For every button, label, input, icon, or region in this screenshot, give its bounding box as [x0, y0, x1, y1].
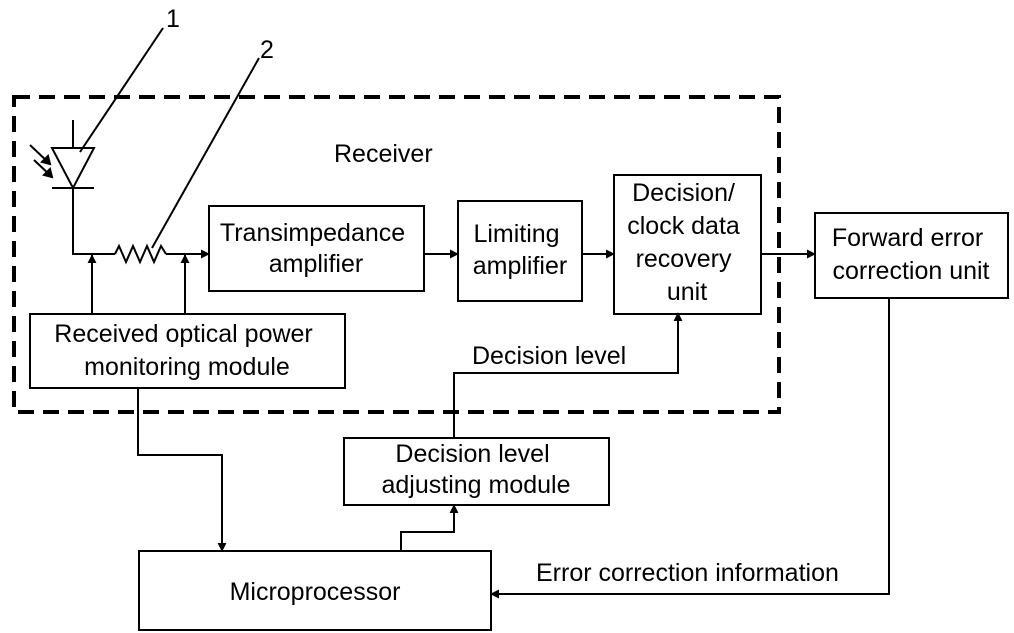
limiting-amp-label: Limiting amplifier [473, 220, 567, 280]
decision-level-line [453, 312, 683, 438]
fec-label: Forward error correction unit [832, 224, 990, 285]
rx-power-monitor-box [29, 313, 346, 389]
marker-1-leader [79, 27, 164, 153]
cdr-box [613, 174, 762, 315]
arrow-monitor-micro [137, 388, 227, 552]
limiting-amp-box [457, 200, 583, 302]
rx-power-monitor-label: Received optical power monitoring module [54, 320, 319, 381]
microprocessor-box [138, 550, 492, 631]
resistor-icon [114, 243, 167, 265]
photodiode-icon [50, 120, 96, 254]
cdr-label: Decision/ clock data recovery unit [627, 179, 747, 306]
arrow-micro-adjust [400, 504, 459, 551]
receiver-label: Receiver [334, 140, 433, 168]
decision-adjust-box [343, 437, 610, 506]
incident-light-arrows-icon [29, 144, 54, 179]
microprocessor-label: Microprocessor [230, 578, 401, 606]
marker-2-leader [151, 57, 260, 249]
decision-adjust-label: Decision level adjusting module [381, 440, 570, 499]
marker-2: 2 [260, 36, 274, 64]
fec-box [814, 212, 1009, 299]
receiver-boundary [12, 95, 781, 414]
tia-box [208, 205, 425, 292]
arrow-fec-micro [490, 298, 890, 599]
decision-level-label: Decision level [472, 342, 626, 370]
marker-1: 1 [166, 5, 180, 33]
error-correction-info-label: Error correction information [536, 559, 839, 587]
tia-label: Transimpedance amplifier [220, 219, 412, 278]
